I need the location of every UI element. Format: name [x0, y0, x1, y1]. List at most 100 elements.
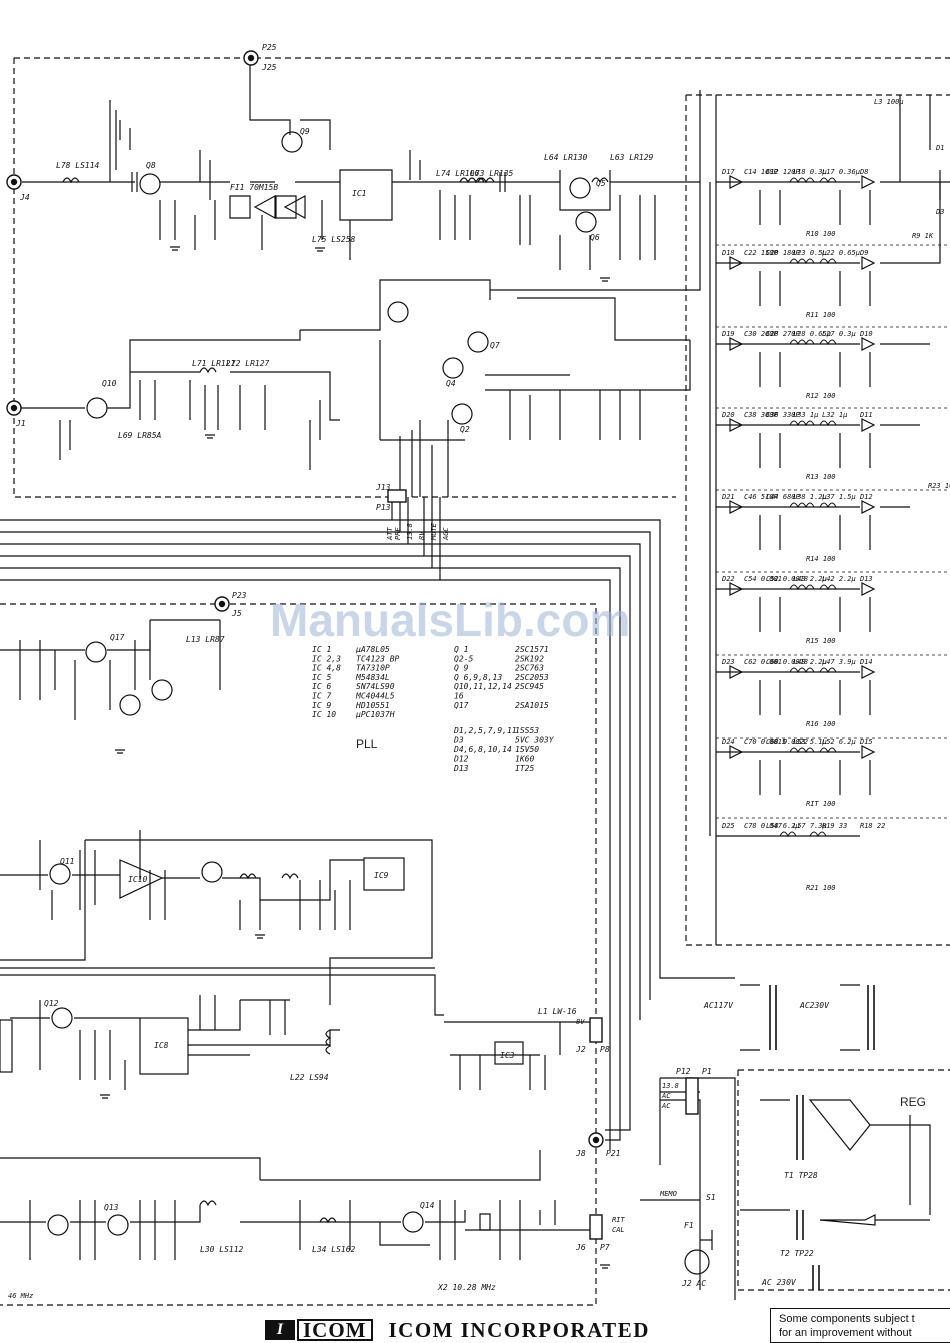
transistor-designator: Q 6,9,8,13: [454, 673, 502, 682]
pin-att: ATT: [386, 527, 394, 541]
logo-text: ICOM: [297, 1319, 373, 1341]
label-q17: Q17: [110, 633, 125, 642]
footer-brand: I ICOM ICOM INCORPORATED: [265, 1318, 650, 1342]
label-ic9: IC9: [374, 871, 389, 880]
label-l63: L63 LR129: [610, 153, 654, 162]
ic-part-number: μA78L05: [355, 645, 390, 654]
filter-bank-label: C38 300P: [744, 411, 779, 419]
transistor-designator: Q 9: [454, 664, 469, 673]
ic-part-number: TC4123 BP: [356, 654, 400, 663]
filter-bank-label: D13: [859, 575, 873, 583]
pin-p12-13v8: 13.8: [662, 1082, 679, 1090]
filter-bank-label: R14 100: [806, 555, 836, 563]
pin-mute: MUTE: [430, 522, 438, 541]
transistor-part-number: 2SC1571: [515, 645, 549, 654]
label-l69: L69 LR85A: [118, 431, 162, 440]
connector-p23: P23: [232, 591, 247, 600]
filter-bank-label: R10 100: [806, 230, 836, 238]
edge-label-d1: D1: [935, 144, 944, 152]
filter-bank-label: R13 100: [806, 473, 836, 481]
filter-bank-label: R19 33: [822, 822, 847, 830]
filter-bank-label: C68 0.0022: [766, 738, 808, 746]
connector-p13: P13: [376, 503, 391, 512]
label-l71: L71 LR121: [192, 359, 235, 368]
label-q12: Q12: [44, 999, 59, 1008]
connector-p25: P25: [262, 43, 277, 52]
filter-bank-label: L22 0.65μ: [822, 249, 860, 257]
label-ic10: IC10: [128, 875, 147, 884]
connector-j2: J2: [575, 1045, 586, 1054]
connector-p1: P1: [702, 1067, 712, 1076]
filter-bank-label: R12 100: [806, 392, 836, 400]
label-t1: T1 TP28: [784, 1171, 818, 1180]
filter-bank-label: D15: [859, 738, 873, 746]
label-fuse: F1: [684, 1221, 694, 1230]
watermark: ManualsLib.com: [270, 594, 630, 646]
ic-designator: IC 10: [312, 710, 336, 719]
filter-bank-label: L43 2.2μ: [793, 575, 827, 583]
filter-bank-label: C22 150P: [744, 249, 779, 257]
filter-bank-label: L52 6.2μ: [822, 738, 856, 746]
connector-j4: J4: [19, 193, 30, 202]
label-l64: L64 LR130: [544, 153, 588, 162]
label-ac230-input: AC 230V: [761, 1278, 797, 1287]
filter-bank-label: C28 270P: [766, 330, 801, 338]
reg-section-label: REG: [900, 1095, 926, 1109]
filter-bank-label: R15 100: [806, 637, 836, 645]
filter-bank-label: C60 0.0018: [766, 658, 808, 666]
pin-p8-8v: 8V: [576, 1018, 585, 1026]
filter-bank-label: C30 200P: [744, 330, 779, 338]
pin-cal: CAL: [612, 1226, 625, 1234]
notice-line-1: Some components subject t: [779, 1313, 915, 1325]
label-ic1: IC1: [352, 189, 366, 198]
label-s1: S1: [706, 1193, 716, 1202]
connector-p7: P7: [600, 1243, 610, 1252]
filter-bank-label: D24: [721, 738, 735, 746]
label-l78: L78 LS114: [56, 161, 100, 170]
filter-bank-label: D23: [721, 658, 735, 666]
filter-bank-label: D17: [721, 168, 735, 176]
filter-bank-label: C20 180P: [766, 249, 801, 257]
connector-p12: P12: [676, 1067, 691, 1076]
ic-designator: IC 9: [312, 701, 331, 710]
ic-designator: IC 7: [312, 692, 331, 701]
connector-j8: J8: [575, 1149, 586, 1158]
filter-bank-label: L37 1.5μ: [822, 493, 856, 501]
filter-bank-label: L38 1.2μ: [793, 493, 827, 501]
ic-designator: IC 6: [312, 682, 331, 691]
edge-label-r9: R9 1K: [912, 232, 934, 240]
pll-section-label: PLL: [356, 737, 378, 751]
transistor-part-number: 2SK192: [515, 654, 544, 663]
pin-rit: RIT: [612, 1216, 625, 1224]
filter-bank-label: D9: [859, 249, 868, 257]
filter-bank-label: R18 22: [860, 822, 885, 830]
connector-j6: J6: [575, 1243, 586, 1252]
filter-bank-label: D8: [859, 168, 868, 176]
ic-part-number: μPC1037H: [355, 710, 395, 719]
diode-designator: D12: [453, 755, 469, 764]
edge-label-l3: L3 100μ: [874, 98, 904, 106]
filter-bank-label: C52 0.0018: [766, 575, 808, 583]
diode-designator: D4,6,8,10,14: [453, 745, 512, 754]
diode-part-number: 5VC 303Y: [515, 736, 555, 745]
ic-part-number: HD10551: [355, 701, 390, 710]
label-q7: Q7: [490, 341, 500, 350]
connector-p8: P8: [600, 1045, 610, 1054]
label-q6: Q6: [590, 233, 600, 242]
label-q9: Q9: [300, 127, 310, 136]
ic-part-number: MC4044L5: [355, 692, 395, 701]
label-q5: Q5: [596, 179, 606, 188]
filter-bank-label: D20: [721, 411, 735, 419]
label-l30: L30 LS112: [200, 1245, 244, 1254]
logo-mark: I: [265, 1320, 295, 1340]
label-l34: L34 LS162: [312, 1245, 356, 1254]
ic-designator: IC 1: [312, 645, 331, 654]
diode-part-number: 1SS53: [515, 726, 539, 735]
connector-j1: J1: [15, 419, 26, 428]
label-l73: L73 LR135: [470, 169, 514, 178]
label-t2: T2 TP22: [780, 1249, 814, 1258]
